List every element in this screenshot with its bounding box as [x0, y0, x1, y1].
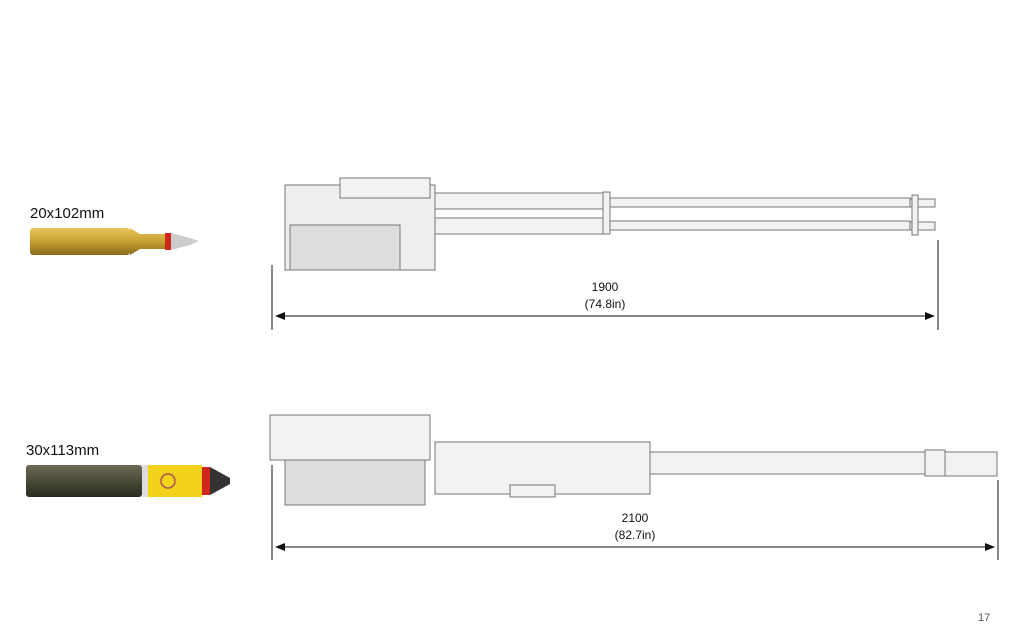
- round-label-30mm: 30x113mm: [26, 442, 100, 459]
- dimension-label-2100: 2100 (82.7in): [575, 510, 695, 544]
- round-30mm-image: [26, 465, 230, 497]
- gun-30mm-drawing: [269, 414, 998, 506]
- length-in: (82.7in): [614, 528, 656, 542]
- length-in: (74.8in): [584, 297, 626, 311]
- round-20mm-image: [30, 228, 199, 255]
- dimension-label-1900: 1900 (74.8in): [545, 279, 665, 313]
- length-mm: 2100: [621, 511, 649, 525]
- gun-20mm-drawing: [284, 177, 936, 271]
- length-mm: 1900: [591, 280, 619, 294]
- page-number: 17: [978, 612, 991, 624]
- round-label-20mm: 20x102mm: [30, 205, 105, 222]
